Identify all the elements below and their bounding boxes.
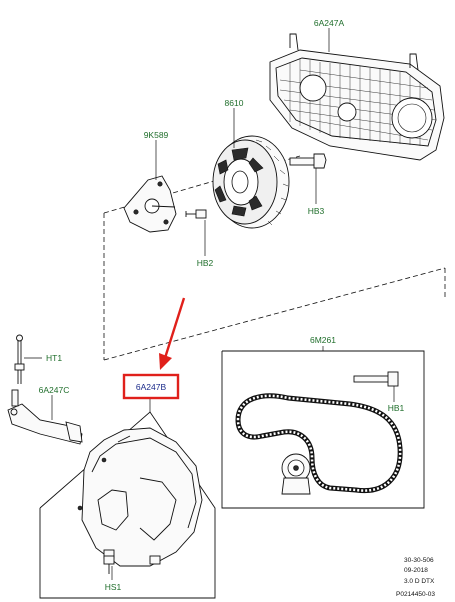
belt-detail-frame <box>221 350 425 509</box>
label-6a247b: 6A247B <box>136 382 167 392</box>
label-hb1: HB1 <box>388 403 405 413</box>
pulley-sprocket <box>212 135 290 229</box>
label-6a247c: 6A247C <box>39 385 70 395</box>
label-9k589: 9K589 <box>144 130 169 140</box>
bolt-hb2 <box>185 209 207 219</box>
hub-plate <box>123 175 177 233</box>
highlight-box <box>122 373 180 400</box>
belt-tensioner <box>281 453 311 495</box>
label-6m261: 6M261 <box>310 335 336 345</box>
bracket <box>7 389 83 445</box>
footer-reference: 30-30-506 09-2018 3.0 D DTX P0214450-03 <box>396 557 435 598</box>
label-hs1: HS1 <box>105 582 122 592</box>
lower-cover-detail-frame <box>39 411 216 599</box>
leader-lines <box>24 28 395 580</box>
footer-line-4: P0214450-03 <box>396 591 435 598</box>
highlight-pointer <box>159 297 186 370</box>
label-ht1: HT1 <box>46 353 62 363</box>
label-hb3: HB3 <box>308 206 325 216</box>
upper-timing-cover <box>269 33 445 161</box>
label-6a247a: 6A247A <box>314 18 345 28</box>
stud-ht1 <box>14 334 25 384</box>
bolt-hb1 <box>353 371 399 387</box>
lower-timing-cover <box>77 427 203 567</box>
label-8610: 8610 <box>225 98 244 108</box>
bolt-hs1 <box>103 555 115 574</box>
footer-line-1: 30-30-506 <box>404 557 434 564</box>
footer-line-3: 3.0 D DTX <box>404 578 435 585</box>
bolt-hb3 <box>289 153 327 169</box>
part-labels: 6A247A 8610 9K589 HB3 HB2 6M261 HB1 HT1 … <box>39 18 405 592</box>
footer-line-2: 09-2018 <box>404 567 428 574</box>
label-hb2: HB2 <box>197 258 214 268</box>
timing-belt <box>235 393 403 494</box>
